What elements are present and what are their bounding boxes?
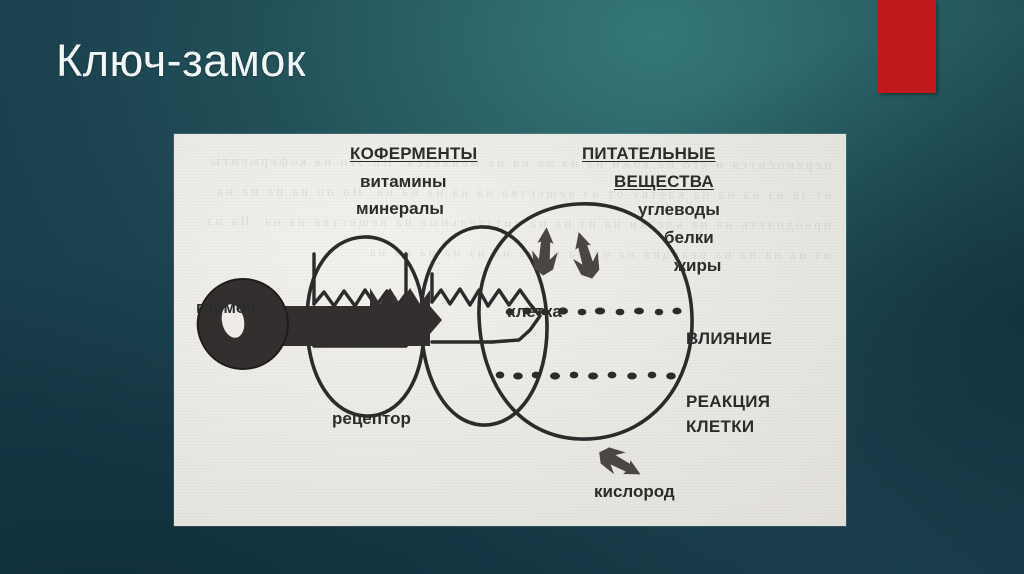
label-hormone: гормон: [196, 298, 257, 317]
signal-dotted-lines: [495, 307, 682, 380]
diagram-image-panel: переносится и его на кожи на из не на не…: [174, 134, 846, 526]
label-coenzymes: КОФЕРМЕНТЫ: [350, 144, 478, 163]
label-influence: ВЛИЯНИЕ: [686, 329, 773, 348]
page-title: Ключ-замок: [56, 35, 306, 86]
label-cell-reaction-line1: РЕАКЦИЯ: [686, 392, 771, 411]
accent-rectangle: [878, 0, 936, 93]
nutrient-arrows: [530, 226, 605, 283]
label-oxygen: кислород: [594, 482, 675, 501]
label-cell-reaction-line2: КЛЕТКИ: [686, 417, 755, 436]
label-minerals: минералы: [356, 199, 444, 218]
label-nutrients-line1: ПИТАТЕЛЬНЫЕ: [582, 144, 716, 163]
lock-and-key-illustration: [196, 202, 694, 486]
label-fats: жиры: [674, 256, 722, 275]
label-cell: клетка: [507, 302, 562, 321]
label-proteins: белки: [664, 228, 714, 247]
label-carbohydrates: углеводы: [638, 200, 720, 219]
label-receptor: рецептор: [332, 409, 411, 428]
label-nutrients-line2: ВЕЩЕСТВА: [614, 172, 714, 191]
oxygen-arrow: [593, 441, 647, 486]
label-vitamins: витамины: [360, 172, 447, 191]
